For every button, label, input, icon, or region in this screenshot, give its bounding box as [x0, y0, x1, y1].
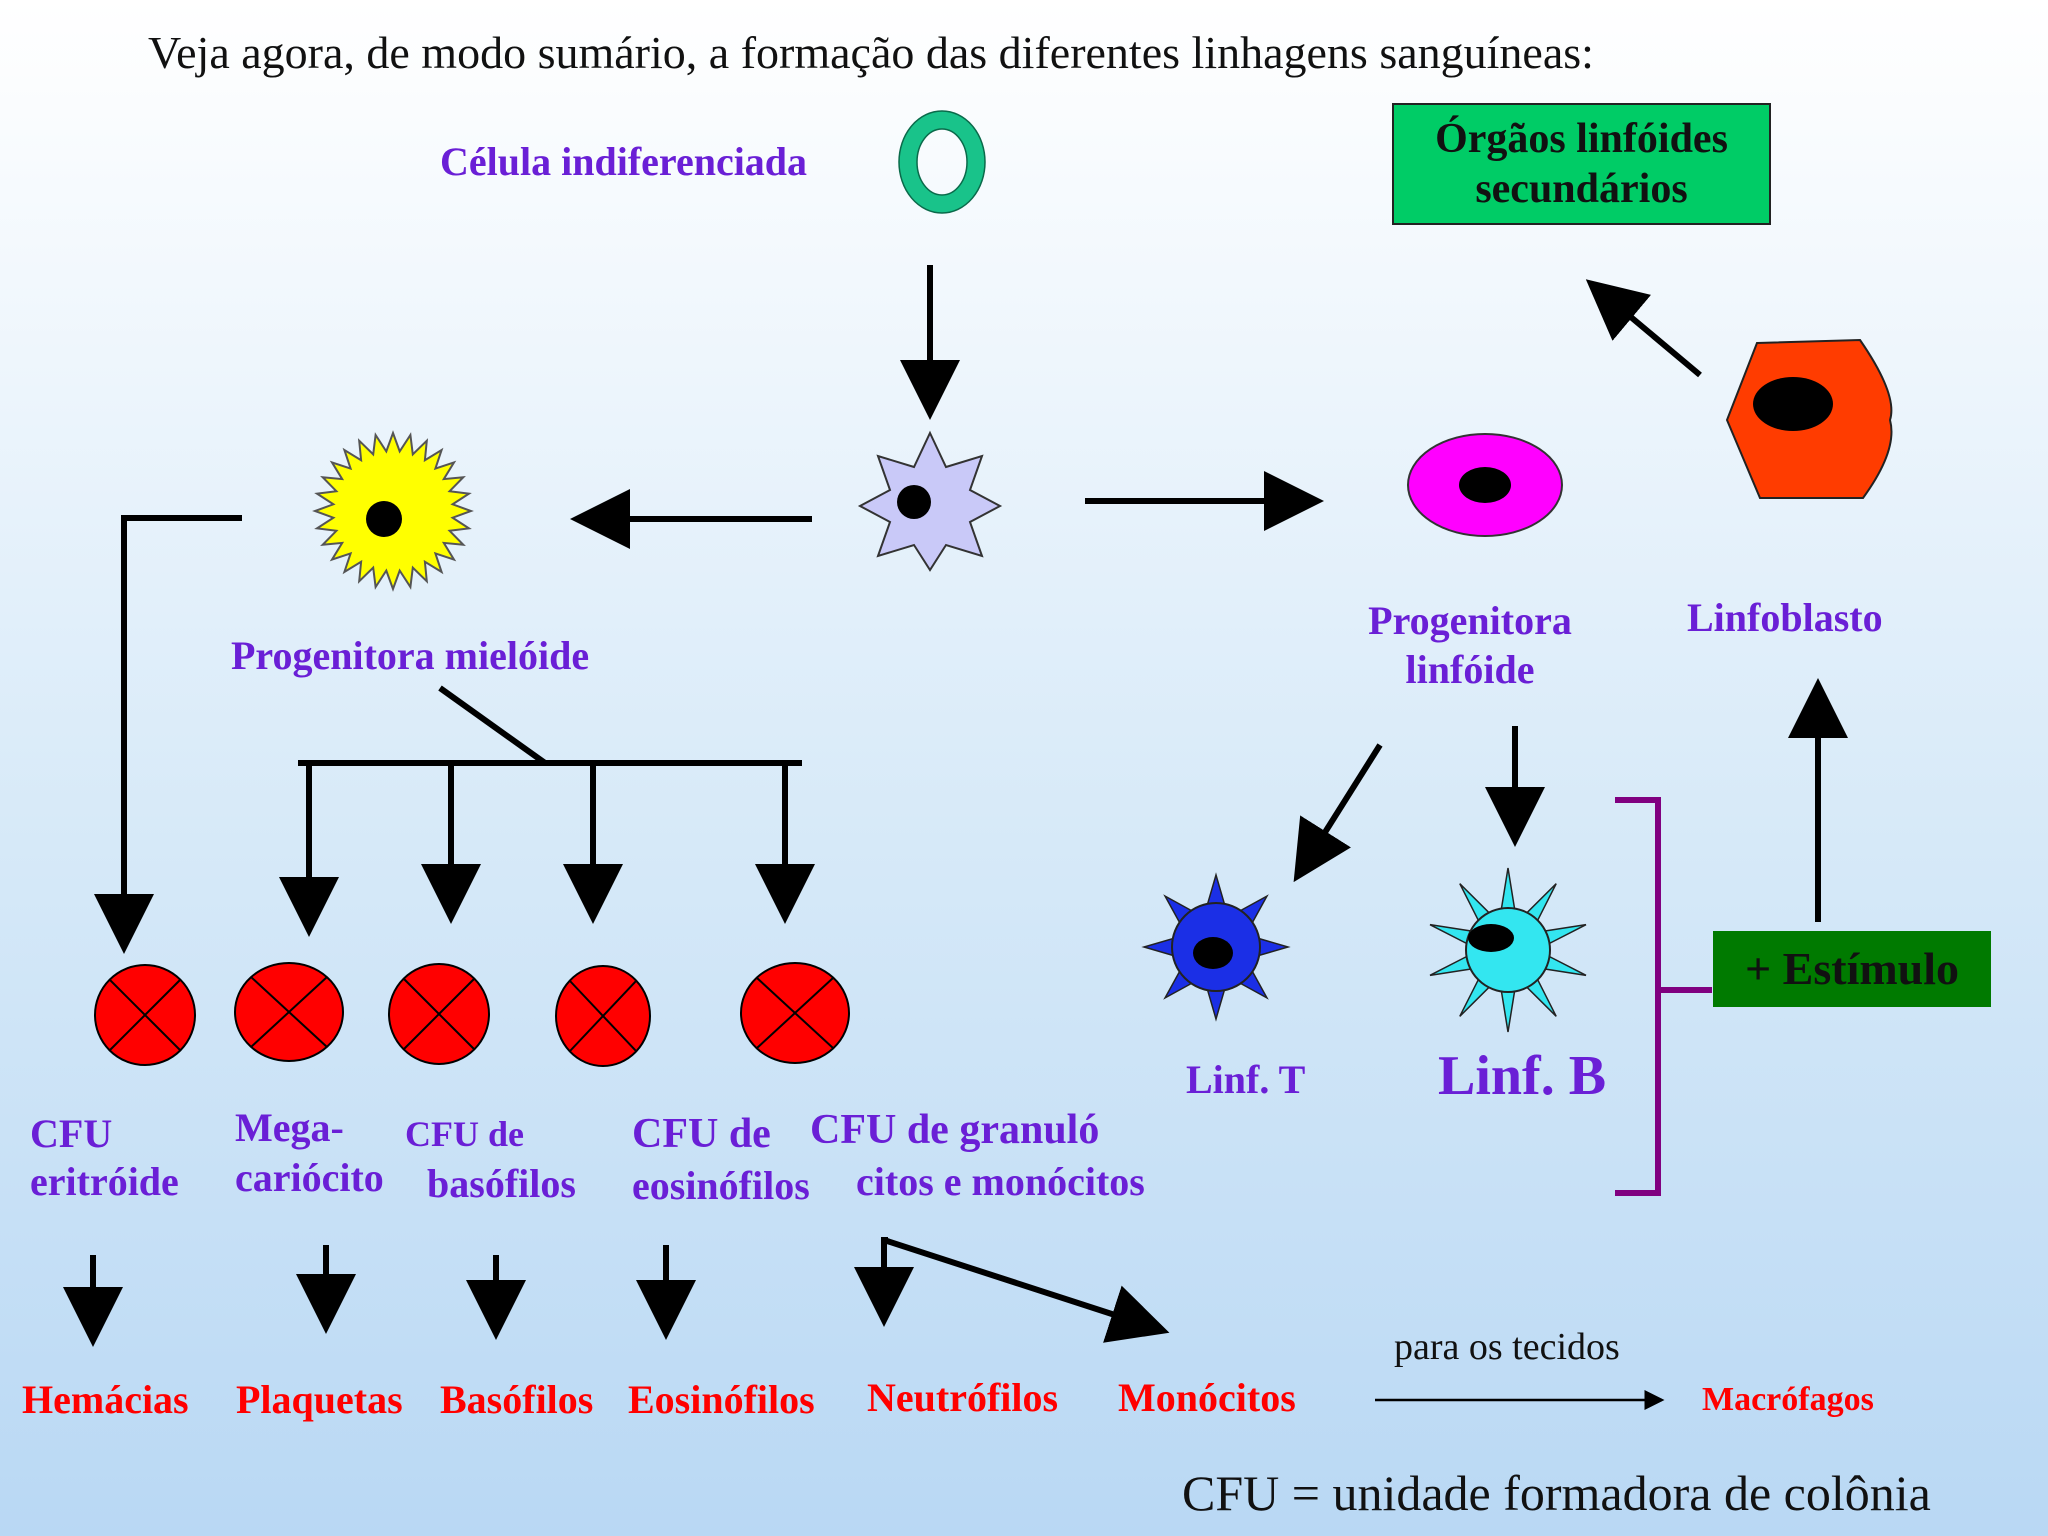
- cfu-eosinofilos-icon: [555, 965, 651, 1067]
- cfu-eosinofilos-line1: CFU de: [632, 1111, 771, 1157]
- cfu-basofilos-icon: [388, 963, 490, 1065]
- orgaos-line2: secundários: [1475, 166, 1688, 212]
- undifferentiated-cell-icon: [899, 111, 985, 213]
- progenitora-linfoide-line1: Progenitora: [1368, 598, 1572, 643]
- orgaos-line1: Órgãos linfóides: [1435, 115, 1728, 162]
- final-basofilos: Basófilos: [440, 1377, 594, 1422]
- page-title: Veja agora, de modo sumário, a formação …: [148, 27, 1594, 78]
- label-cfu-basofilos: CFU de basófilos: [405, 1111, 576, 1210]
- progenitora-linfoide-line2: linfóide: [1405, 646, 1535, 692]
- cfu-basofilos-line2: basófilos: [427, 1160, 576, 1206]
- lymphocyte-bracket: [1615, 797, 1661, 1196]
- megacariocito-line2: cariócito: [235, 1155, 384, 1200]
- myeloid-branch-line: [121, 515, 242, 522]
- linf-b-icon: [1429, 867, 1587, 1033]
- final-macrofagos: Macrófagos: [1702, 1381, 1874, 1418]
- label-celula-indiferenciada: Célula indiferenciada: [440, 139, 808, 184]
- footnote: CFU = unidade formadora de colônia: [1182, 1465, 1931, 1521]
- final-neutrofilos: Neutrófilos: [867, 1375, 1059, 1420]
- final-plaquetas: Plaquetas: [236, 1377, 403, 1422]
- label-linf-t: Linf. T: [1186, 1057, 1306, 1102]
- estimulo-box: + Estímulo: [1713, 931, 1991, 1007]
- estimulo-label: + Estímulo: [1744, 943, 1960, 995]
- label-cfu-granulocitos: CFU de granuló citos e monócitos: [810, 1104, 1145, 1207]
- final-eosinofilos: Eosinófilos: [628, 1377, 815, 1422]
- cfu-basofilos-line1: CFU de: [405, 1114, 524, 1154]
- label-progenitora-linfoide: Progenitora linfóide: [1340, 597, 1600, 695]
- megacariocito-icon: [234, 962, 344, 1062]
- cfu-eritroide-line1: CFU: [30, 1111, 113, 1156]
- cfu-granulocitos-line1: CFU de granuló: [810, 1107, 1100, 1153]
- cfu-granulocitos-line2: citos e monócitos: [856, 1158, 1145, 1204]
- arrow-linfoblasto-to-orgaos: [1585, 279, 1702, 378]
- final-hemacias: Hemácias: [22, 1377, 189, 1422]
- label-cfu-eritroide: CFU eritróide: [30, 1110, 179, 1206]
- label-megacariocito: Mega- cariócito: [235, 1103, 384, 1203]
- cfu-eritroide-icon: [94, 964, 196, 1066]
- label-cfu-eosinofilos: CFU de eosinófilos: [632, 1108, 810, 1211]
- megacariocito-line1: Mega-: [235, 1105, 344, 1150]
- label-para-os-tecidos: para os tecidos: [1394, 1326, 1620, 1368]
- label-linfoblasto: Linfoblasto: [1687, 595, 1883, 640]
- cfu-granulocitos-icon: [740, 962, 850, 1064]
- label-linf-b: Linf. B: [1438, 1045, 1607, 1107]
- orgaos-linfoides-box: Órgãos linfóides secundários: [1392, 103, 1771, 225]
- cfu-eritroide-line2: eritróide: [30, 1159, 179, 1204]
- final-monocitos: Monócitos: [1118, 1375, 1296, 1420]
- linf-t-icon: [1141, 872, 1291, 1022]
- cfu-eosinofilos-line2: eosinófilos: [632, 1162, 810, 1208]
- label-progenitora-mieloide: Progenitora mielóide: [231, 633, 590, 678]
